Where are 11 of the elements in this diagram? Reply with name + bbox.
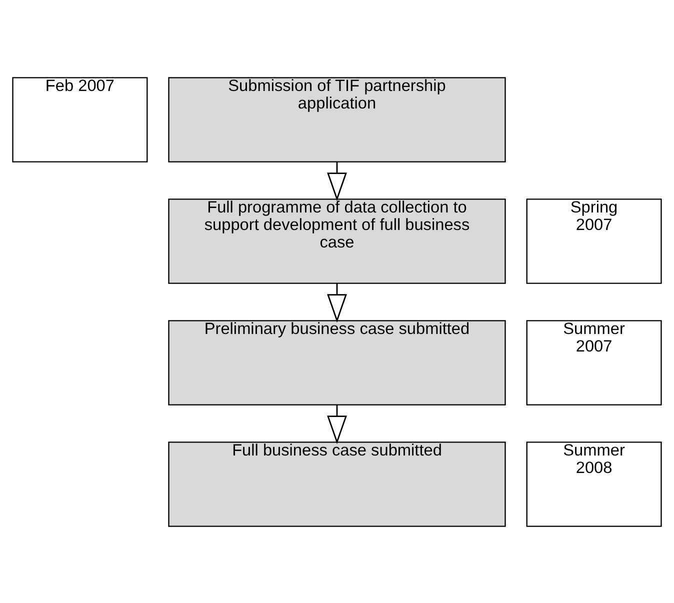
node-box: Full programme of data collection to support development of full business case [168, 198, 506, 284]
arrow [327, 404, 347, 444]
node-box: Preliminary business case submitted [168, 320, 506, 405]
node-box: Spring 2007 [526, 198, 662, 284]
arrow [327, 161, 347, 201]
node-box: Summer 2008 [526, 441, 662, 526]
node-box: Summer 2007 [526, 320, 662, 405]
node-box: Full business case submitted [168, 441, 506, 526]
arrow [327, 282, 347, 322]
node-box: Submission of TIF partnership application [168, 76, 506, 162]
node-box: Feb 2007 [12, 76, 148, 162]
